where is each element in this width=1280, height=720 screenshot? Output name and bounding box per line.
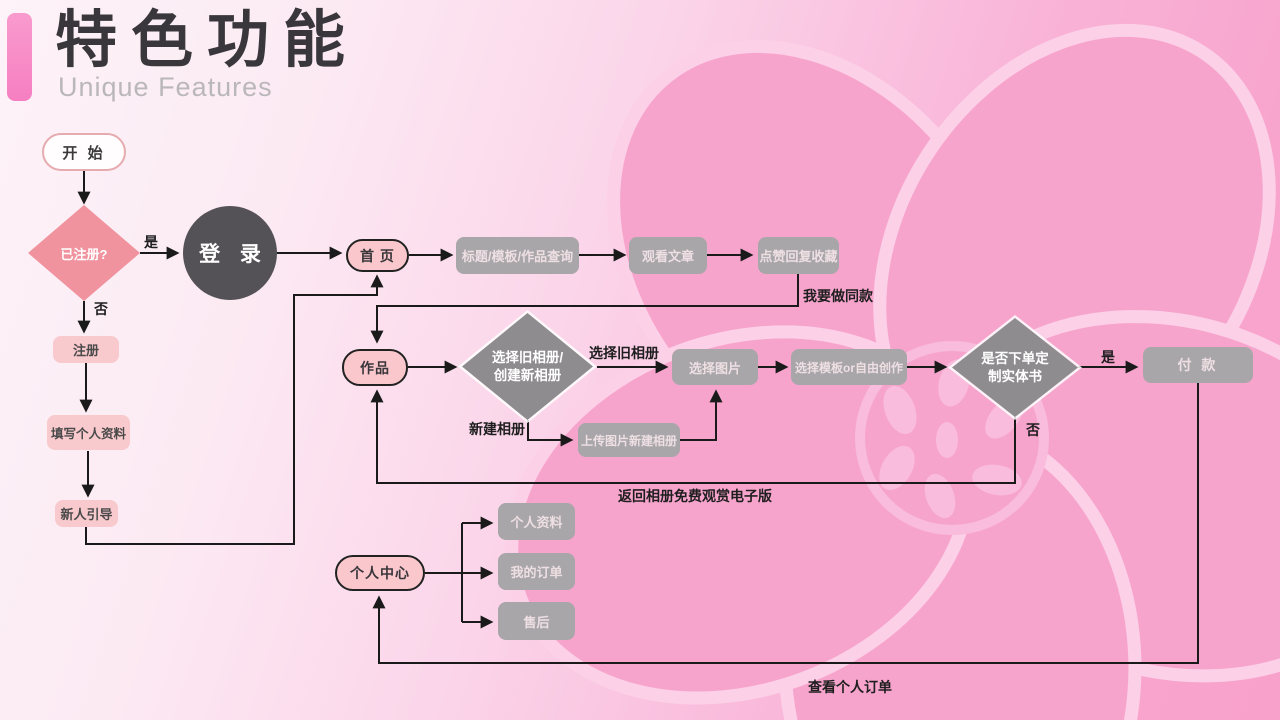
node-my-orders: 我的订单 (498, 553, 575, 590)
node-login: 登 录 (183, 206, 277, 300)
connector (680, 389, 723, 441)
label-return-free-view: 返回相册免费观赏电子版 (618, 488, 772, 504)
node-home: 首 页 (346, 239, 409, 272)
label-no-order: 否 (1026, 422, 1040, 438)
node-pay: 付 款 (1143, 347, 1253, 383)
connector (527, 420, 574, 447)
label-yes-order: 是 (1101, 349, 1115, 365)
node-register: 注册 (53, 336, 119, 363)
label-create-new-album: 新建相册 (469, 421, 525, 437)
node-like-reply-save: 点赞回复收藏 (758, 237, 839, 274)
node-album-decision-text: 选择旧相册/ 创建新相册 (491, 349, 564, 383)
connector (370, 389, 1016, 484)
title-accent-bar (7, 13, 32, 101)
label-choose-old-album: 选择旧相册 (589, 345, 659, 361)
label-no-registered: 否 (94, 301, 108, 317)
connector (370, 274, 799, 344)
node-read-article: 观看文章 (629, 237, 707, 274)
label-yes-registered: 是 (144, 234, 158, 250)
node-upload-new-album: 上传图片新建相册 (578, 423, 680, 457)
node-choose-pictures: 选择图片 (672, 349, 758, 385)
node-personal-center: 个人中心 (335, 555, 425, 591)
node-query: 标题/模板/作品查询 (456, 237, 579, 274)
node-fill-profile: 填写个人资料 (47, 415, 130, 450)
page-title: 特色功能 (55, 6, 360, 75)
node-profile: 个人资料 (498, 503, 575, 540)
node-template-or-free: 选择模板or自由创作 (791, 349, 907, 385)
node-works: 作品 (342, 349, 408, 386)
page-subtitle: Unique Features (58, 72, 273, 102)
label-view-personal-orders: 查看个人订单 (808, 679, 892, 695)
connector (85, 274, 384, 545)
node-newbie-guide: 新人引导 (55, 500, 118, 527)
connector (372, 383, 1199, 664)
node-start: 开 始 (42, 133, 126, 171)
label-make-same: 我要做同款 (803, 288, 873, 304)
node-order-decision-text: 是否下单定 制实体书 (981, 350, 1049, 384)
node-after-sale: 售后 (498, 602, 575, 640)
